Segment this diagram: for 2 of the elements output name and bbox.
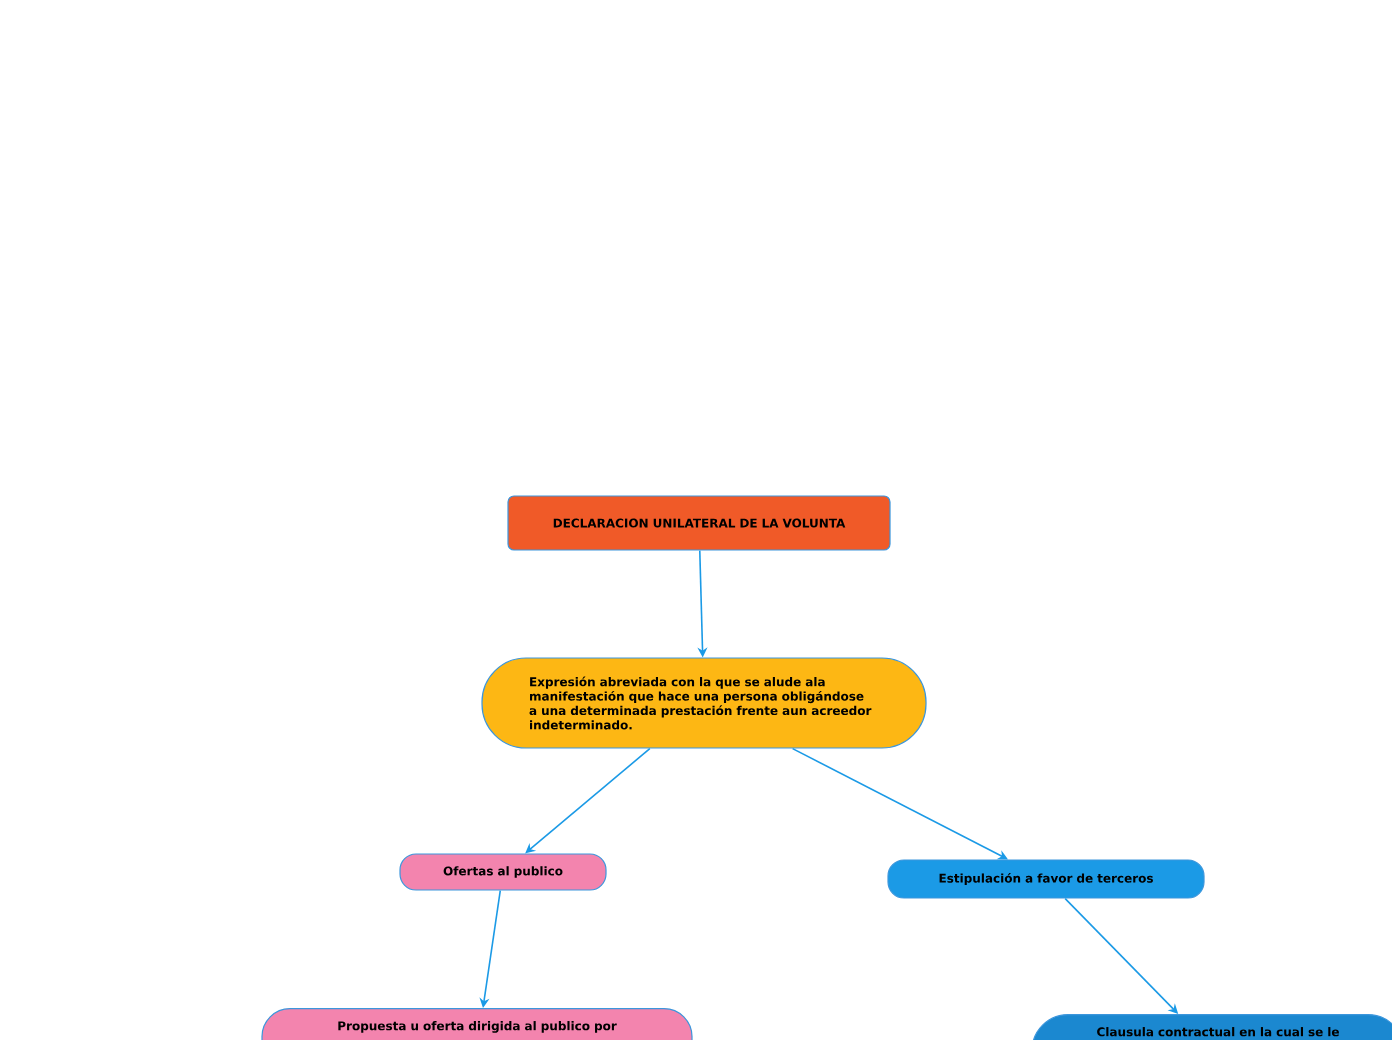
arrow [791,747,1008,860]
arrow [525,747,651,854]
